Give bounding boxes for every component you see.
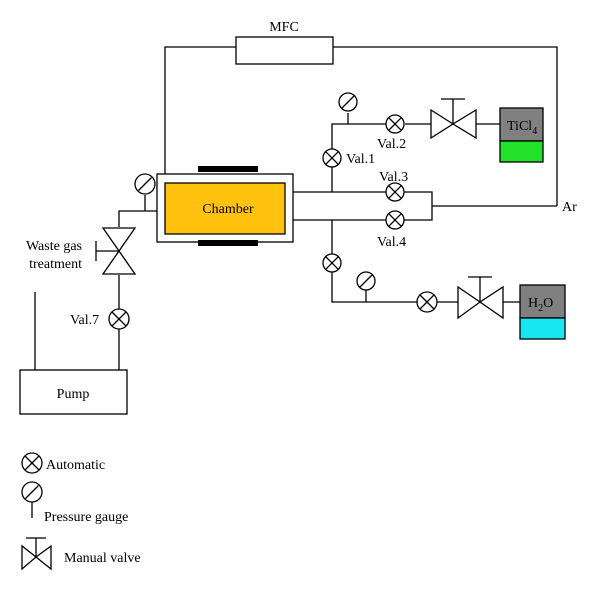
ticl4-branch-line [331,113,500,192]
chamber-pressure-gauge [134,173,156,195]
chamber [164,182,286,235]
heater-top [198,166,258,172]
val7-automatic-valve [108,308,130,330]
legend-manual-valve-icon [21,537,52,571]
val1-automatic-valve [322,148,342,168]
val4-automatic-valve [385,210,405,230]
val1-label: Val.1 [346,152,375,167]
lower-branch-automatic-valve [322,253,342,273]
val2-label: Val.2 [377,137,406,152]
legend-automatic-icon [21,452,43,474]
val7-label: Val.7 [70,313,99,328]
legend-automatic-label: Automatic [46,458,105,473]
mfc-label: MFC [269,20,299,35]
legend: Automatic Pressure gauge Manual valve [21,452,141,571]
val3-label: Val.3 [379,170,408,185]
legend-manual-valve-label: Manual valve [64,551,141,566]
waste-gas-manual-valve [95,227,137,275]
h2o-branch-line [331,220,520,303]
h2o-pressure-gauge [356,271,376,291]
legend-pressure-gauge-label: Pressure gauge [44,510,128,525]
val3-automatic-valve [385,182,405,202]
ticl4-pressure-gauge [338,92,358,112]
pump-label: Pump [57,387,90,402]
val4-label: Val.4 [377,235,406,250]
mfc-line [164,46,558,207]
h2o-label: H2O [528,296,553,314]
argon-label: Ar [562,200,577,215]
legend-pressure-gauge-icon [21,481,43,518]
h2o-automatic-valve [416,291,438,313]
ticl4-label: TiCl4 [507,119,537,137]
chamber-label: Chamber [202,202,254,217]
waste-gas-label-line2: treatment [29,257,82,272]
pump [19,369,128,415]
ticl4-container [499,107,544,163]
exhaust-line [34,195,157,370]
mfc-unit [235,36,334,65]
outlet-tube [293,191,433,221]
ticl4-manual-valve [430,98,477,140]
val2-automatic-valve [385,114,405,134]
h2o-container [519,284,566,340]
heater-bottom [198,240,258,246]
h2o-manual-valve [457,276,504,320]
waste-gas-label-line1: Waste gas [26,239,82,254]
